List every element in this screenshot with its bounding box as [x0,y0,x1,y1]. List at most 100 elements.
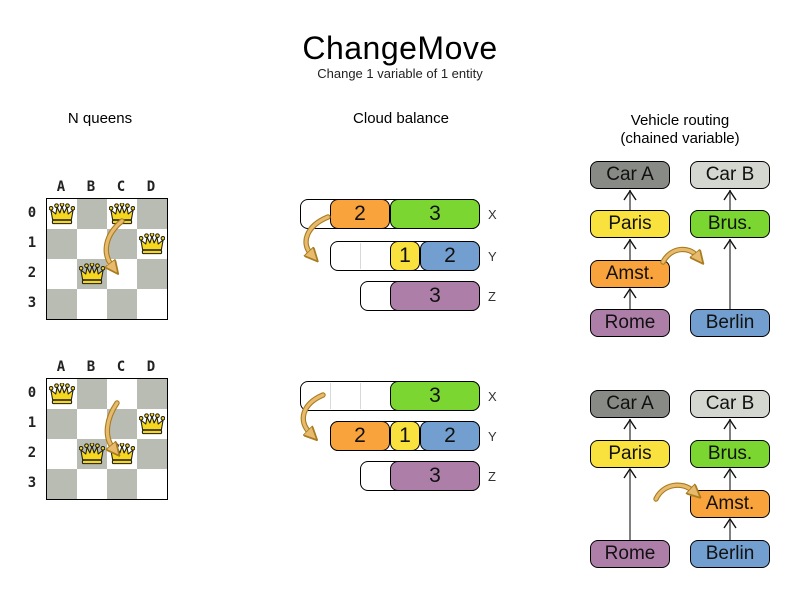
column-label: D [146,179,156,195]
computer-label: Z [488,289,496,304]
board-cell [47,469,77,499]
board-cell [47,229,77,259]
queen-icon [49,383,75,405]
vehicle-box-paris: Paris [590,210,670,238]
board-cell [107,409,137,439]
chain-connectors-after [629,419,731,540]
move-arrow-vehicle-after [653,482,693,502]
chevron-up-icon [623,238,637,250]
computer-label: X [488,389,497,404]
chevron-up-icon [723,418,737,430]
queen-icon [109,443,135,465]
column-label: C [116,179,126,195]
cloud-process-block: 1 [390,241,420,271]
board-cell [137,289,167,319]
capacity-tick [360,383,361,409]
vehicle-box-paris: Paris [590,440,670,468]
page-title: ChangeMove [302,30,498,66]
board-cell [107,379,137,409]
vehicle-box-car-b: Car B [690,390,770,418]
board-cell [77,289,107,319]
column-label: C [116,359,126,375]
vehicle-box-car-b: Car B [690,161,770,189]
board-cell [107,469,137,499]
row-label: 1 [27,235,37,251]
board-cell [137,199,167,229]
chessboard-after [46,378,168,500]
board-cell [77,409,107,439]
board-cell [137,259,167,289]
cloud-process-block: 1 [390,421,420,451]
nqueens-header: N queens [67,110,133,127]
cloud-computer-x-before: 2 3 [300,199,480,229]
board-row-labels: 0 1 2 3 [22,198,42,318]
chessboard-before [46,198,168,320]
board-cell [137,439,167,469]
cloud-process-block: 2 [330,421,390,451]
board-cell [47,289,77,319]
row-label: 2 [27,445,37,461]
column-label: B [86,359,96,375]
cloud-process-block: 3 [390,381,480,411]
chevron-up-icon [623,189,637,201]
cloud-computer-y-before: 1 2 [330,241,480,271]
cloud-process-block: 2 [420,241,480,271]
column-label: A [56,359,66,375]
cloud-process-block: 2 [420,421,480,451]
queen-icon [139,233,165,255]
cloud-process-block: 2 [330,199,390,229]
computer-label: Y [488,249,497,264]
column-label: B [86,179,96,195]
board-cell [107,229,137,259]
column-label: D [146,359,156,375]
row-label: 3 [27,475,37,491]
chevron-up-icon [723,238,737,250]
cloud-process-block: 3 [390,281,480,311]
row-label: 3 [27,295,37,311]
vehicle-box-brus: Brus. [690,210,770,238]
board-cell [47,439,77,469]
vehicle-box-amst: Amst. [690,490,770,518]
chevron-up-icon [723,517,737,529]
cloud-computer-y-after: 2 1 2 [330,421,480,451]
queen-icon [79,443,105,465]
queen-icon [49,203,75,225]
cloud-balance-header: Cloud balance [353,110,449,127]
row-label: 0 [27,205,37,221]
row-label: 0 [27,385,37,401]
chevron-up-icon [623,467,637,479]
cloud-process-block: 3 [390,461,480,491]
board-cell [137,469,167,499]
row-label: 2 [27,265,37,281]
board-row-labels: 0 1 2 3 [22,378,42,498]
computer-label: Z [488,469,496,484]
page-subtitle: Change 1 variable of 1 entity [317,66,483,81]
vehicle-box-amst: Amst. [590,260,670,288]
column-label: A [56,179,66,195]
chevron-up-icon [623,287,637,299]
capacity-tick [330,383,331,409]
cloud-process-block: 3 [390,199,480,229]
chain-connectors-before [629,190,731,309]
board-cell [47,259,77,289]
board-column-labels: A B C D [46,359,166,375]
chevron-up-icon [723,189,737,201]
vehicle-box-car-a: Car A [590,390,670,418]
row-label: 1 [27,415,37,431]
queen-icon [139,413,165,435]
vehicle-routing-header: Vehicle routing (chained variable) [620,112,739,148]
vehicle-box-berlin: Berlin [690,309,770,337]
queen-icon [79,263,105,285]
cloud-computer-x-after: 3 [300,381,480,411]
board-cell [77,229,107,259]
board-cell [77,199,107,229]
computer-label: Y [488,429,497,444]
cloud-computer-z-before: 3 [360,281,480,311]
chevron-up-icon [723,467,737,479]
board-cell [47,409,77,439]
vehicle-box-rome: Rome [590,540,670,568]
board-cell [77,379,107,409]
cloud-computer-z-after: 3 [360,461,480,491]
vehicle-box-rome: Rome [590,309,670,337]
